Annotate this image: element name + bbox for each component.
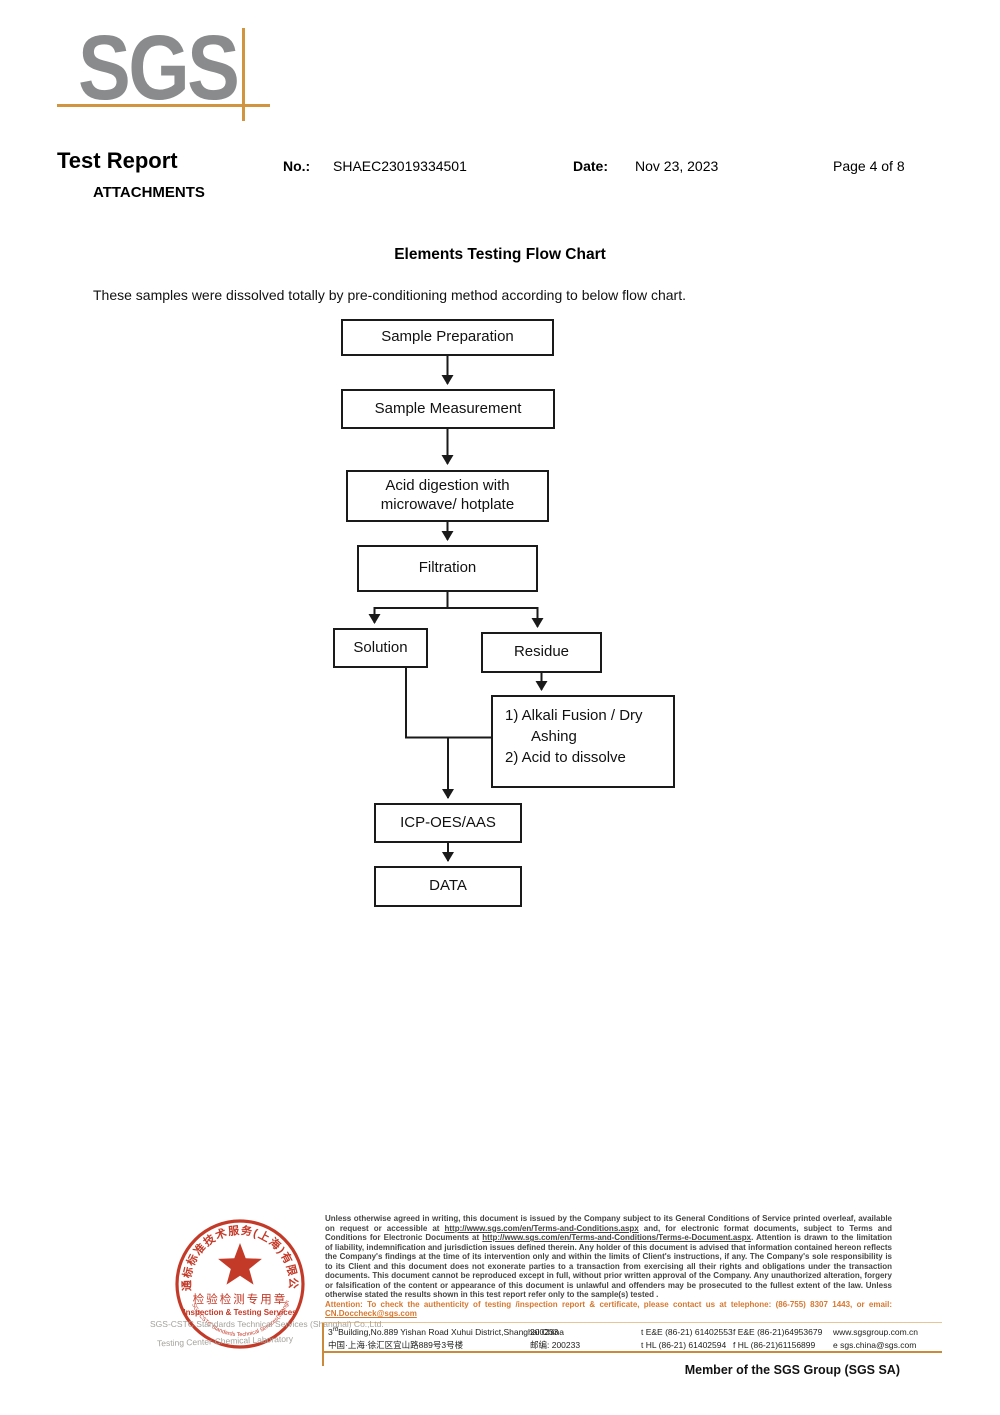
address-row-cn: 中国·上海·徐汇区宜山路889号3号楼 邮编: 200233 t HL (86-… <box>324 1338 942 1351</box>
address-row-en: 3rdBuilding,No.889 Yishan Road Xuhui Dis… <box>324 1325 942 1338</box>
company-name-line: SGS-CSTC Standards Technical Services (S… <box>150 1319 384 1329</box>
attention-text: Attention: To check the authenticity of … <box>325 1299 892 1309</box>
page-indicator: Page 4 of 8 <box>833 158 905 174</box>
tel-hl: t HL (86-21) 61402594 <box>641 1339 727 1350</box>
attachments-heading: ATTACHMENTS <box>93 184 205 201</box>
email-address: e sgs.china@sgs.com <box>833 1339 917 1350</box>
flow-box-sample-measurement: Sample Measurement <box>341 389 555 429</box>
legal-part-2: and, for electronic format documents, su… <box>325 1223 893 1243</box>
flow-box-solution: Solution <box>333 628 428 668</box>
flow-box-acid-digestion: Acid digestion with microwave/ hotplate <box>346 470 549 522</box>
legal-part-1: Unless otherwise agreed in writing, this… <box>325 1214 892 1233</box>
terms-e-document-link[interactable]: http://www.sgs.com/en/Terms-and-Conditio… <box>482 1233 752 1243</box>
fax-ee: f E&E (86-21)64953679 <box>733 1326 823 1337</box>
flow-box-sample-preparation: Sample Preparation <box>341 319 554 356</box>
date-label: Date: <box>573 158 609 174</box>
flow-box-icp-oes-aas: ICP-OES/AAS <box>374 803 522 843</box>
company-stamp: 通标标准技术服务(上海)有限公司 检验检测专用章 Inspection & Te… <box>152 1208 305 1349</box>
flow-chart-title: Elements Testing Flow Chart <box>394 246 606 263</box>
report-no-label: No.: <box>283 158 311 174</box>
tel-ee: t E&E (86-21) 61402553 <box>641 1326 733 1337</box>
postal-en: 200233 <box>530 1326 559 1337</box>
address-bottom-line <box>322 1351 942 1353</box>
stamp-star-icon <box>218 1243 262 1285</box>
flow-box-filtration: Filtration <box>357 545 538 592</box>
website: www.sgsgroup.com.cn <box>833 1326 919 1337</box>
flow-box-alkali-fusion: 1) Alkali Fusion / Dry Ashing 2) Acid to… <box>491 695 675 788</box>
date-value: Nov 23, 2023 <box>635 158 719 174</box>
stamp-circle <box>175 1219 305 1349</box>
address-en: 3rdBuilding,No.889 Yishan Road Xuhui Dis… <box>328 1326 564 1337</box>
sgs-logo: SGS <box>78 17 240 119</box>
stamp-center-cn: 检验检测专用章 <box>193 1292 288 1306</box>
fax-hl: f HL (86-21)61156899 <box>733 1339 816 1350</box>
sgs-member-line: Member of the SGS Group (SGS SA) <box>684 1363 900 1377</box>
stamp-center-en: Inspection & Testing Services <box>183 1308 297 1317</box>
alkali-line-3: 2) Acid to dissolve <box>505 749 626 766</box>
postal-cn: 邮编: 200233 <box>530 1339 581 1350</box>
address-top-line <box>322 1322 942 1323</box>
terms-link[interactable]: http://www.sgs.com/en/Terms-and-Conditio… <box>444 1223 639 1233</box>
address-left-line <box>322 1323 324 1366</box>
legal-part-3: . Attention is drawn to the limitation o… <box>325 1233 893 1300</box>
flow-box-residue: Residue <box>481 632 602 673</box>
alkali-line-1: 1) Alkali Fusion / Dry <box>505 707 643 724</box>
report-title: Test Report <box>57 148 178 173</box>
intro-text: These samples were dissolved totally by … <box>93 287 686 303</box>
doccheck-email-link[interactable]: CN.Doccheck@sgs.com <box>325 1309 417 1319</box>
report-no-value: SHAEC23019334501 <box>333 158 467 174</box>
stamp-arc-text: 通标标准技术服务(上海)有限公司 <box>152 1208 300 1291</box>
logo-vertical-line <box>242 28 245 121</box>
flowchart-connectors <box>368 356 548 862</box>
attention-note: Attention: To check the authenticity of … <box>325 1300 892 1319</box>
legal-text-block: Unless otherwise agreed in writing, this… <box>325 1214 892 1319</box>
address-cn: 中国·上海·徐汇区宜山路889号3号楼 <box>328 1339 464 1350</box>
logo-horizontal-line <box>57 104 270 107</box>
alkali-line-2: Ashing <box>531 728 577 745</box>
flow-box-data: DATA <box>374 866 522 907</box>
